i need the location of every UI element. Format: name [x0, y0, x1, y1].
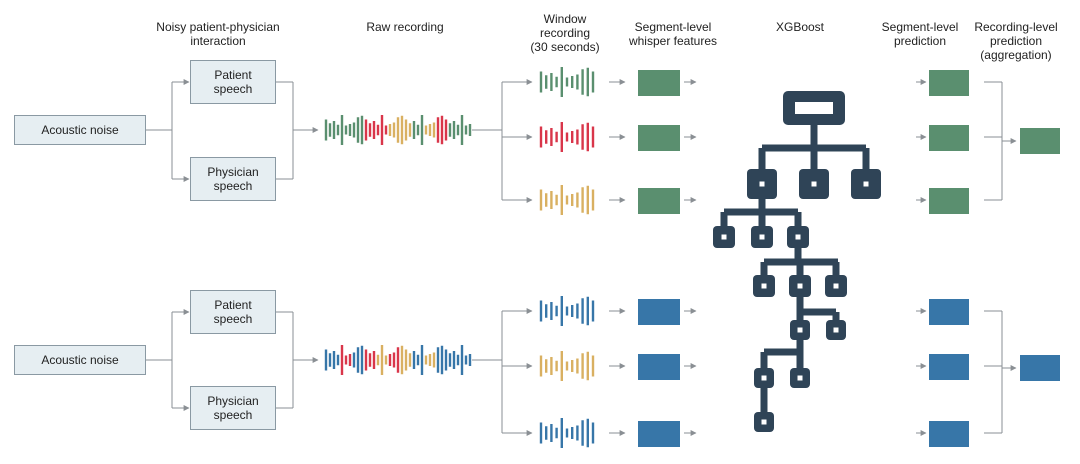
header-recording-prediction: Recording-level prediction (aggregation) [974, 20, 1058, 62]
tree-node-dot [761, 419, 767, 425]
window-waveform [539, 122, 595, 152]
tree-node-dot [761, 283, 767, 289]
feature-box [638, 125, 680, 151]
tree-node-dot [797, 375, 803, 381]
physician-speech-box: Physician speech [190, 386, 276, 430]
physician-speech-box: Physician speech [190, 157, 276, 201]
patient-speech-box: Patient speech [190, 290, 276, 334]
segment-prediction-box [929, 421, 969, 447]
tree-node-dot [797, 327, 803, 333]
tree-node-dot [833, 327, 839, 333]
header-interaction: Noisy patient-physician interaction [156, 20, 280, 48]
raw-waveform [324, 115, 472, 145]
xgboost-tree-icon [713, 91, 881, 432]
window-waveform [539, 185, 595, 215]
acoustic-noise-box: Acoustic noise [14, 345, 146, 375]
segment-prediction-box [929, 188, 969, 214]
segment-prediction-box [929, 70, 969, 96]
tree-node-dot [721, 234, 727, 240]
segment-prediction-box [929, 299, 969, 325]
window-waveform [539, 351, 595, 381]
tree-node-dot [811, 181, 817, 187]
tree-node-dot [761, 375, 767, 381]
window-waveform [539, 296, 595, 326]
feature-box [638, 188, 680, 214]
tree-node-dot [795, 234, 801, 240]
segment-prediction-box [929, 354, 969, 380]
window-waveform [539, 67, 595, 97]
recording-prediction-box [1020, 128, 1060, 154]
feature-boxes [638, 70, 1060, 447]
raw-waveform [324, 345, 472, 375]
acoustic-noise-box: Acoustic noise [14, 115, 146, 145]
waveforms [324, 67, 595, 448]
window-waveform [539, 418, 595, 448]
tree-node-dot [863, 181, 869, 187]
tree-node-dot [797, 283, 803, 289]
connectors [146, 79, 1017, 436]
header-raw-recording: Raw recording [366, 20, 444, 34]
header-segment-prediction: Segment-level prediction [881, 20, 959, 48]
tree-node-dot [833, 283, 839, 289]
tree-node-dot [759, 234, 765, 240]
feature-box [638, 354, 680, 380]
recording-prediction-box [1020, 355, 1060, 381]
tree-root-inner [795, 102, 833, 114]
header-whisper-features: Segment-level whisper features [628, 20, 718, 48]
feature-box [638, 70, 680, 96]
feature-box [638, 421, 680, 447]
header-window-recording: Window recording (30 seconds) [530, 12, 600, 54]
tree-node-dot [759, 181, 765, 187]
feature-box [638, 299, 680, 325]
segment-prediction-box [929, 125, 969, 151]
patient-speech-box: Patient speech [190, 60, 276, 104]
header-xgboost: XGBoost [775, 20, 825, 34]
